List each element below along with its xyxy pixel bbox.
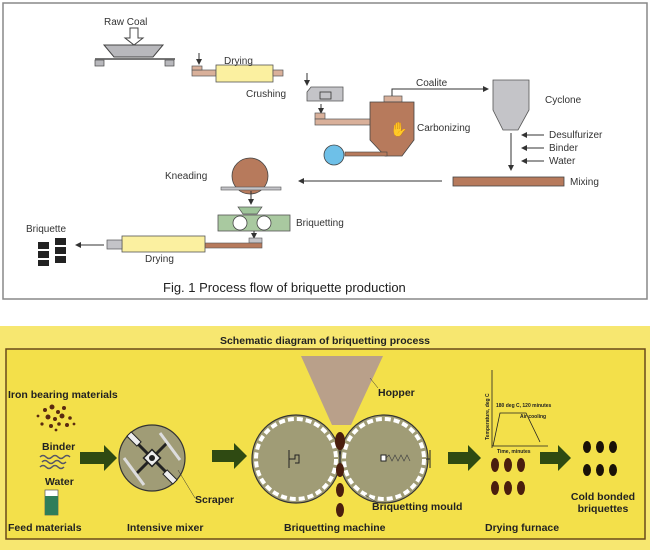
dryer-1 (191, 53, 284, 83)
label-briquetting-mould: Briquetting mould (372, 501, 462, 513)
label-kneading: Kneading (165, 171, 207, 182)
hopper-icon (301, 356, 383, 425)
label-drying-2: Drying (145, 254, 174, 265)
temperature-profile-graph: 180 deg C, 120 minutes Air cooling Time,… (485, 370, 552, 455)
briquette-output-icon (38, 238, 66, 266)
graph-xlabel: Time, minutes (497, 449, 531, 455)
arrow-right-icon (540, 445, 571, 471)
label-mixing: Mixing (570, 177, 599, 188)
water-beaker-icon (44, 489, 59, 516)
drying-briquettes-icon (491, 458, 525, 495)
label-feed-materials: Feed materials (8, 522, 82, 534)
arrow-right-icon (80, 445, 117, 471)
kneader (220, 157, 282, 205)
figure-1-process-flow: Raw Coal Drying Crushing ✋ (2, 2, 648, 300)
figure-1-caption: Fig. 1 Process flow of briquette product… (163, 280, 406, 295)
mixer-bar (452, 176, 565, 187)
label-drying-1: Drying (224, 56, 253, 67)
dryer-2 (75, 235, 263, 253)
iron-bearing-materials-icon (36, 404, 76, 432)
label-cold-bonded-line-2: briquettes (578, 503, 629, 515)
label-cyclone: Cyclone (545, 95, 582, 106)
label-water: Water (549, 156, 576, 167)
arrow-right-icon (212, 443, 247, 469)
temperature-profile-line (492, 412, 541, 447)
label-carbonizing: Carbonizing (417, 123, 470, 134)
label-coalite: Coalite (416, 78, 448, 89)
label-binder: Binder (42, 441, 75, 453)
carbonizer: ✋ (323, 86, 489, 166)
graph-ylabel: Temperature, deg C (485, 393, 491, 440)
arrow-right-icon (448, 445, 481, 471)
cyclone (492, 79, 544, 171)
briquetting-machine-icon (251, 356, 431, 517)
label-raw-coal: Raw Coal (104, 17, 147, 28)
briquetting-press (217, 206, 291, 239)
label-desulfurizer: Desulfurizer (549, 130, 603, 141)
label-iron-bearing-materials: Iron bearing materials (8, 389, 118, 401)
label-intensive-mixer: Intensive mixer (127, 522, 203, 534)
label-briquetting: Briquetting (296, 218, 344, 229)
label-hopper: Hopper (378, 387, 415, 399)
raw-coal-arrow-icon (123, 27, 145, 46)
label-cold-bonded-line-1: Cold bonded (571, 491, 635, 503)
blower-icon (323, 144, 345, 166)
label-drying-furnace: Drying furnace (485, 522, 559, 534)
graph-annotation-cool: Air cooling (520, 414, 546, 420)
label-water: Water (45, 476, 74, 488)
label-briquette: Briquette (26, 224, 66, 235)
raw-coal-hopper (94, 27, 175, 67)
figure-2-briquetting-schematic: Schematic diagram of briquetting process… (0, 326, 650, 550)
intensive-mixer-icon (118, 424, 196, 499)
cold-bonded-briquettes-icon (583, 441, 617, 476)
label-briquetting-machine: Briquetting machine (284, 522, 386, 534)
label-binder: Binder (549, 143, 579, 154)
label-crushing: Crushing (246, 89, 286, 100)
label-scraper: Scraper (195, 494, 234, 506)
binder-icon (39, 454, 71, 470)
graph-annotation-hold: 180 deg C, 120 minutes (496, 403, 552, 409)
figure-2-title: Schematic diagram of briquetting process (220, 335, 430, 347)
hand-icon: ✋ (390, 121, 407, 137)
